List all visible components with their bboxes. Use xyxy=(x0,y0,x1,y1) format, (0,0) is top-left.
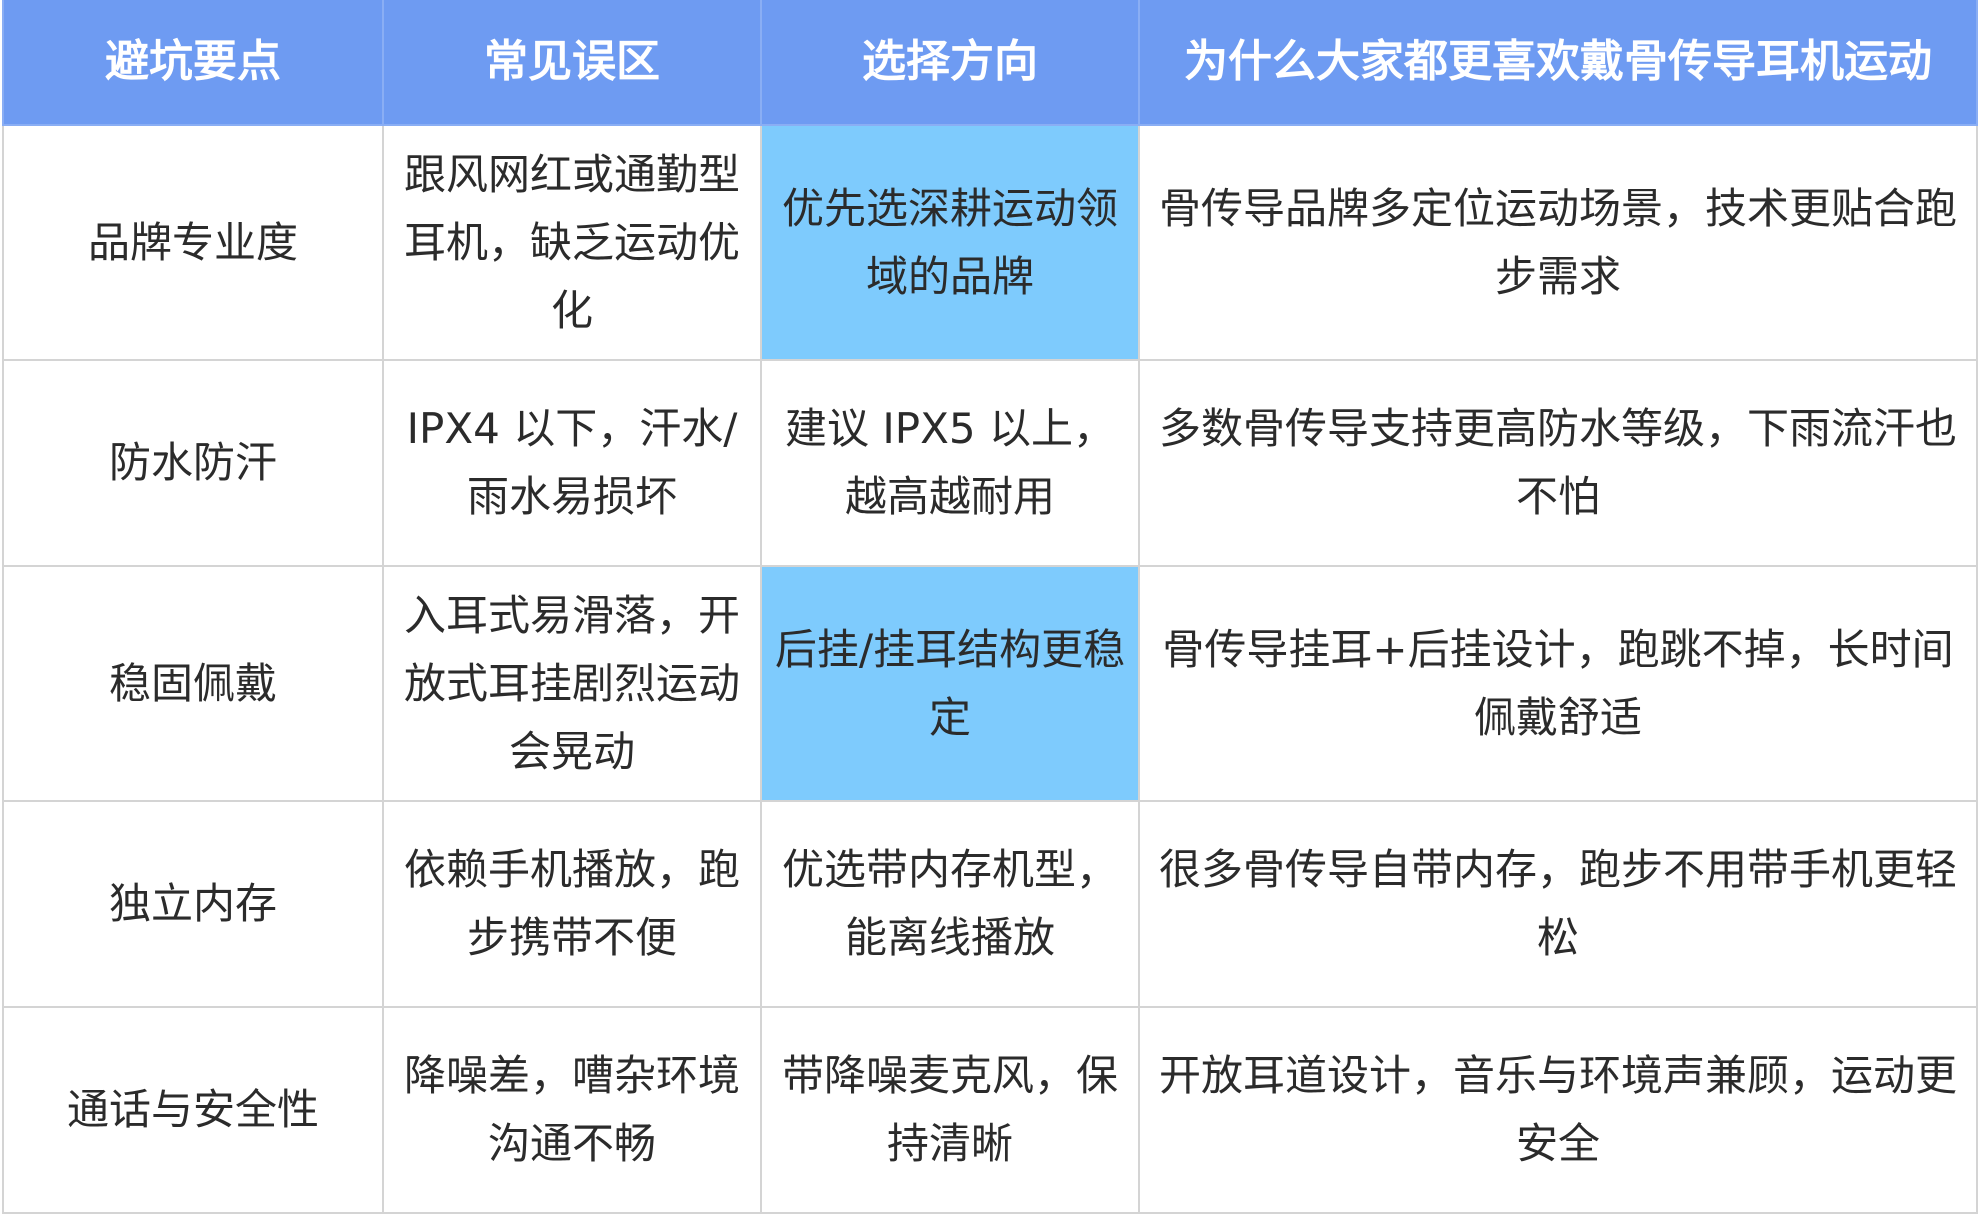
table-row: 独立内存 依赖手机播放，跑步携带不便 优选带内存机型，能离线播放 很多骨传导自带… xyxy=(2,800,1978,1008)
cell-point: 独立内存 xyxy=(2,800,384,1008)
cell-point: 通话与安全性 xyxy=(2,1006,384,1214)
cell-point: 稳固佩戴 xyxy=(2,565,384,802)
header-reason: 为什么大家都更喜欢戴骨传导耳机运动 xyxy=(1138,0,1978,126)
table-row: 稳固佩戴 入耳式易滑落，开放式耳挂剧烈运动会晃动 后挂/挂耳结构更稳定 骨传导挂… xyxy=(2,565,1978,802)
cell-direction: 建议 IPX5 以上，越高越耐用 xyxy=(760,359,1140,567)
cell-reason: 骨传导挂耳+后挂设计，跑跳不掉，长时间佩戴舒适 xyxy=(1138,565,1978,802)
cell-mistake: 降噪差，嘈杂环境沟通不畅 xyxy=(382,1006,762,1214)
table-header-row: 避坑要点 常见误区 选择方向 为什么大家都更喜欢戴骨传导耳机运动 xyxy=(2,0,1978,126)
header-choice-direction: 选择方向 xyxy=(760,0,1140,126)
table-row: 通话与安全性 降噪差，嘈杂环境沟通不畅 带降噪麦克风，保持清晰 开放耳道设计，音… xyxy=(2,1006,1978,1214)
cell-direction-highlighted: 后挂/挂耳结构更稳定 xyxy=(760,565,1140,802)
table-row: 防水防汗 IPX4 以下，汗水/雨水易损坏 建议 IPX5 以上，越高越耐用 多… xyxy=(2,359,1978,567)
cell-reason: 多数骨传导支持更高防水等级，下雨流汗也不怕 xyxy=(1138,359,1978,567)
header-pitfall-point: 避坑要点 xyxy=(2,0,384,126)
header-common-mistake: 常见误区 xyxy=(382,0,762,126)
cell-mistake: IPX4 以下，汗水/雨水易损坏 xyxy=(382,359,762,567)
cell-direction-highlighted: 优先选深耕运动领域的品牌 xyxy=(760,124,1140,361)
cell-direction: 带降噪麦克风，保持清晰 xyxy=(760,1006,1140,1214)
table-row: 品牌专业度 跟风网红或通勤型耳机，缺乏运动优化 优先选深耕运动领域的品牌 骨传导… xyxy=(2,124,1978,361)
cell-point: 防水防汗 xyxy=(2,359,384,567)
cell-mistake: 依赖手机播放，跑步携带不便 xyxy=(382,800,762,1008)
cell-reason: 骨传导品牌多定位运动场景，技术更贴合跑步需求 xyxy=(1138,124,1978,361)
cell-mistake: 跟风网红或通勤型耳机，缺乏运动优化 xyxy=(382,124,762,361)
cell-point: 品牌专业度 xyxy=(2,124,384,361)
cell-mistake: 入耳式易滑落，开放式耳挂剧烈运动会晃动 xyxy=(382,565,762,802)
cell-direction: 优选带内存机型，能离线播放 xyxy=(760,800,1140,1008)
cell-reason: 很多骨传导自带内存，跑步不用带手机更轻松 xyxy=(1138,800,1978,1008)
cell-reason: 开放耳道设计，音乐与环境声兼顾，运动更安全 xyxy=(1138,1006,1978,1214)
